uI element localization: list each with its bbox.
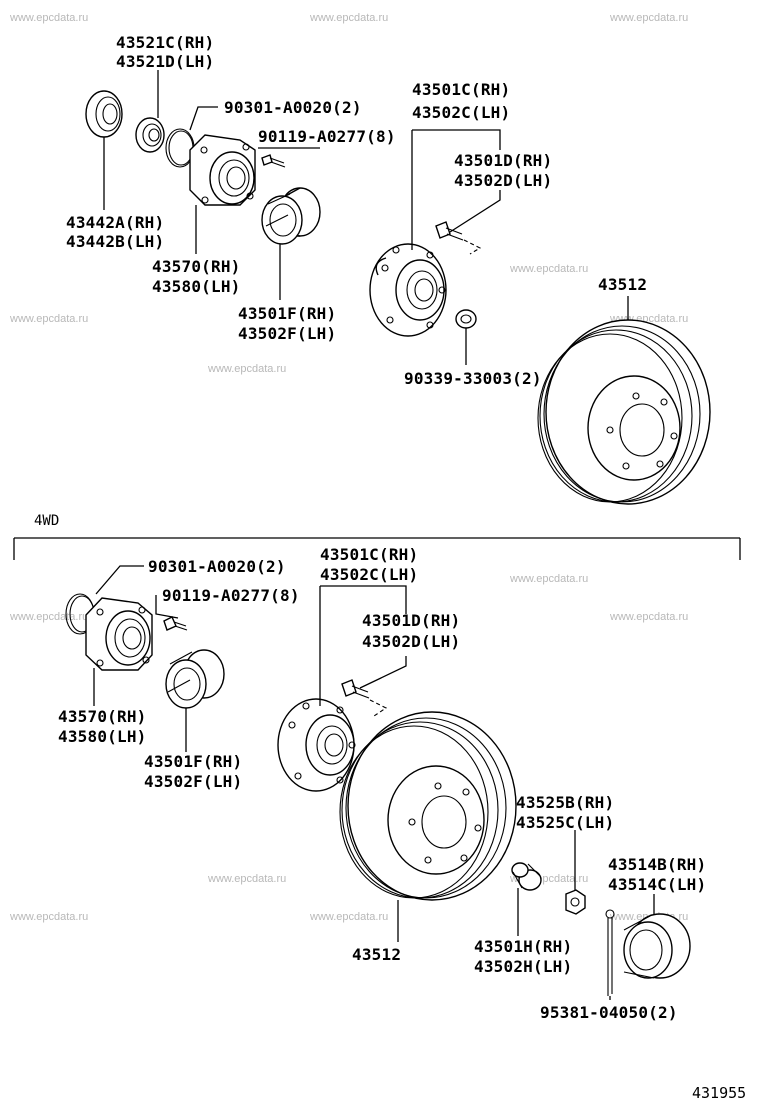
watermark: www.epcdata.ru [9,313,88,325]
part-number[interactable]: 43502H(LH) [474,957,572,976]
bearing-cone-part[interactable] [511,862,542,891]
bolt-part[interactable] [261,154,286,168]
part-number[interactable]: 43501F(RH) [238,304,336,323]
part-number[interactable]: 43525C(LH) [516,813,614,832]
part-number[interactable]: 90119-A0277(8) [162,586,300,605]
part-number[interactable]: 43514B(RH) [608,855,706,874]
section-bracket: 4WD [13,513,741,560]
part-number[interactable]: 43502D(LH) [454,171,552,190]
hub-nut-part[interactable] [455,309,477,329]
watermark: www.epcdata.ru [9,611,88,623]
part-number[interactable]: 90119-A0277(8) [258,127,396,146]
part-number[interactable]: 43442B(LH) [66,232,164,251]
watermark: www.epcdata.ru [9,12,88,24]
top-leader-lines [103,70,629,365]
lock-nut-part[interactable] [565,889,586,915]
watermark: www.epcdata.ru [509,573,588,585]
grease-cap-part[interactable] [623,913,691,979]
part-number[interactable]: 90301-A0020(2) [224,98,362,117]
part-number[interactable]: 43580(LH) [152,277,241,296]
watermark: www.epcdata.ru [207,363,286,375]
part-number[interactable]: 43525B(RH) [516,793,614,812]
part-number[interactable]: 43502F(LH) [144,772,242,791]
bearing-sleeve-part[interactable] [165,649,225,709]
part-number[interactable]: 43521C(RH) [116,33,214,52]
part-number[interactable]: 43521D(LH) [116,52,214,71]
brake-disc-part[interactable] [339,711,517,901]
watermark: www.epcdata.ru [509,263,588,275]
bottom-leader-lines [93,565,655,1000]
part-number[interactable]: 95381-04050(2) [540,1003,678,1022]
part-number[interactable]: 43501H(RH) [474,937,572,956]
cotter-pin-part[interactable] [605,909,615,996]
part-number[interactable]: 43501C(RH) [320,545,418,564]
part-number[interactable]: 43501F(RH) [144,752,242,771]
axle-hub-part[interactable] [277,698,356,792]
part-number[interactable]: 43501D(RH) [454,151,552,170]
watermark: www.epcdata.ru [609,611,688,623]
bearing-sleeve-part[interactable] [261,187,321,245]
part-number[interactable]: 43501C(RH) [412,80,510,99]
part-number[interactable]: 43580(LH) [58,727,147,746]
part-number[interactable]: 43512 [352,945,401,964]
bottom-labels: 43501C(RH) 43502C(LH) 90301-A0020(2) 901… [58,545,706,1022]
part-number[interactable]: 43570(RH) [58,707,147,726]
part-number[interactable]: 43502C(LH) [412,103,510,122]
oil-seal-part[interactable] [85,90,123,138]
part-number[interactable]: 90339-33003(2) [404,369,542,388]
watermark: www.epcdata.ru [9,911,88,923]
watermark: www.epcdata.ru [207,873,286,885]
hub-bolt-part[interactable] [341,679,388,717]
watermark: www.epcdata.ru [609,12,688,24]
part-number[interactable]: 43502F(LH) [238,324,336,343]
part-number[interactable]: 43502C(LH) [320,565,418,584]
part-number[interactable]: 43501D(RH) [362,611,460,630]
section-label: 4WD [34,513,59,529]
part-number[interactable]: 90301-A0020(2) [148,557,286,576]
part-number[interactable]: 43502D(LH) [362,632,460,651]
watermark: www.epcdata.ru [309,911,388,923]
hub-housing-part[interactable] [189,134,256,206]
axle-hub-part[interactable] [369,243,447,337]
brake-disc-part[interactable] [537,319,711,505]
bearing-part[interactable] [135,117,165,153]
part-number[interactable]: 43442A(RH) [66,213,164,232]
part-number[interactable]: 43570(RH) [152,257,241,276]
part-number[interactable]: 43514C(LH) [608,875,706,894]
hub-housing-part[interactable] [85,597,153,671]
figure-code: 431955 [692,1084,746,1102]
bolt-part[interactable] [163,616,188,631]
part-number[interactable]: 43512 [598,275,647,294]
top-labels: 43521C(RH) 43521D(LH) 90301-A0020(2) 901… [66,33,647,388]
watermark: www.epcdata.ru [309,12,388,24]
hub-bolt-part[interactable] [435,221,482,255]
